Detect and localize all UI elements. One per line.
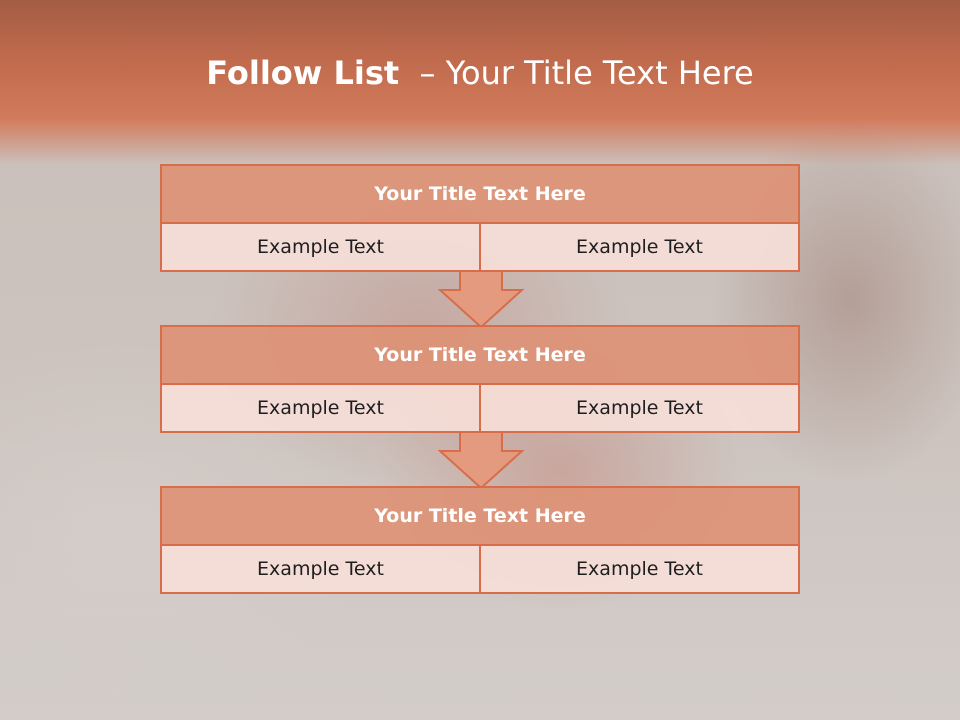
slide-title: Follow List – Your Title Text Here: [0, 54, 960, 92]
step-3-right-text: Example Text: [479, 546, 798, 592]
step-1-right-text: Example Text: [479, 224, 798, 270]
step-title-1: Your Title Text Here: [162, 166, 798, 224]
step-title-3: Your Title Text Here: [162, 488, 798, 546]
step-box-2: Your Title Text Here Example Text Exampl…: [160, 325, 800, 433]
step-box-1: Your Title Text Here Example Text Exampl…: [160, 164, 800, 272]
step-2-right-text: Example Text: [479, 385, 798, 431]
step-row-3: Example Text Example Text: [162, 546, 798, 592]
step-title-2: Your Title Text Here: [162, 327, 798, 385]
slide-title-rest: – Your Title Text Here: [419, 54, 754, 92]
step-2-left-text: Example Text: [162, 385, 479, 431]
step-box-3: Your Title Text Here Example Text Exampl…: [160, 486, 800, 594]
down-arrow-icon: [438, 270, 524, 328]
down-arrow-icon: [438, 431, 524, 489]
step-1-left-text: Example Text: [162, 224, 479, 270]
step-row-2: Example Text Example Text: [162, 385, 798, 431]
header-banner: [0, 0, 960, 165]
step-3-left-text: Example Text: [162, 546, 479, 592]
step-row-1: Example Text Example Text: [162, 224, 798, 270]
slide-title-bold: Follow List: [206, 54, 400, 92]
